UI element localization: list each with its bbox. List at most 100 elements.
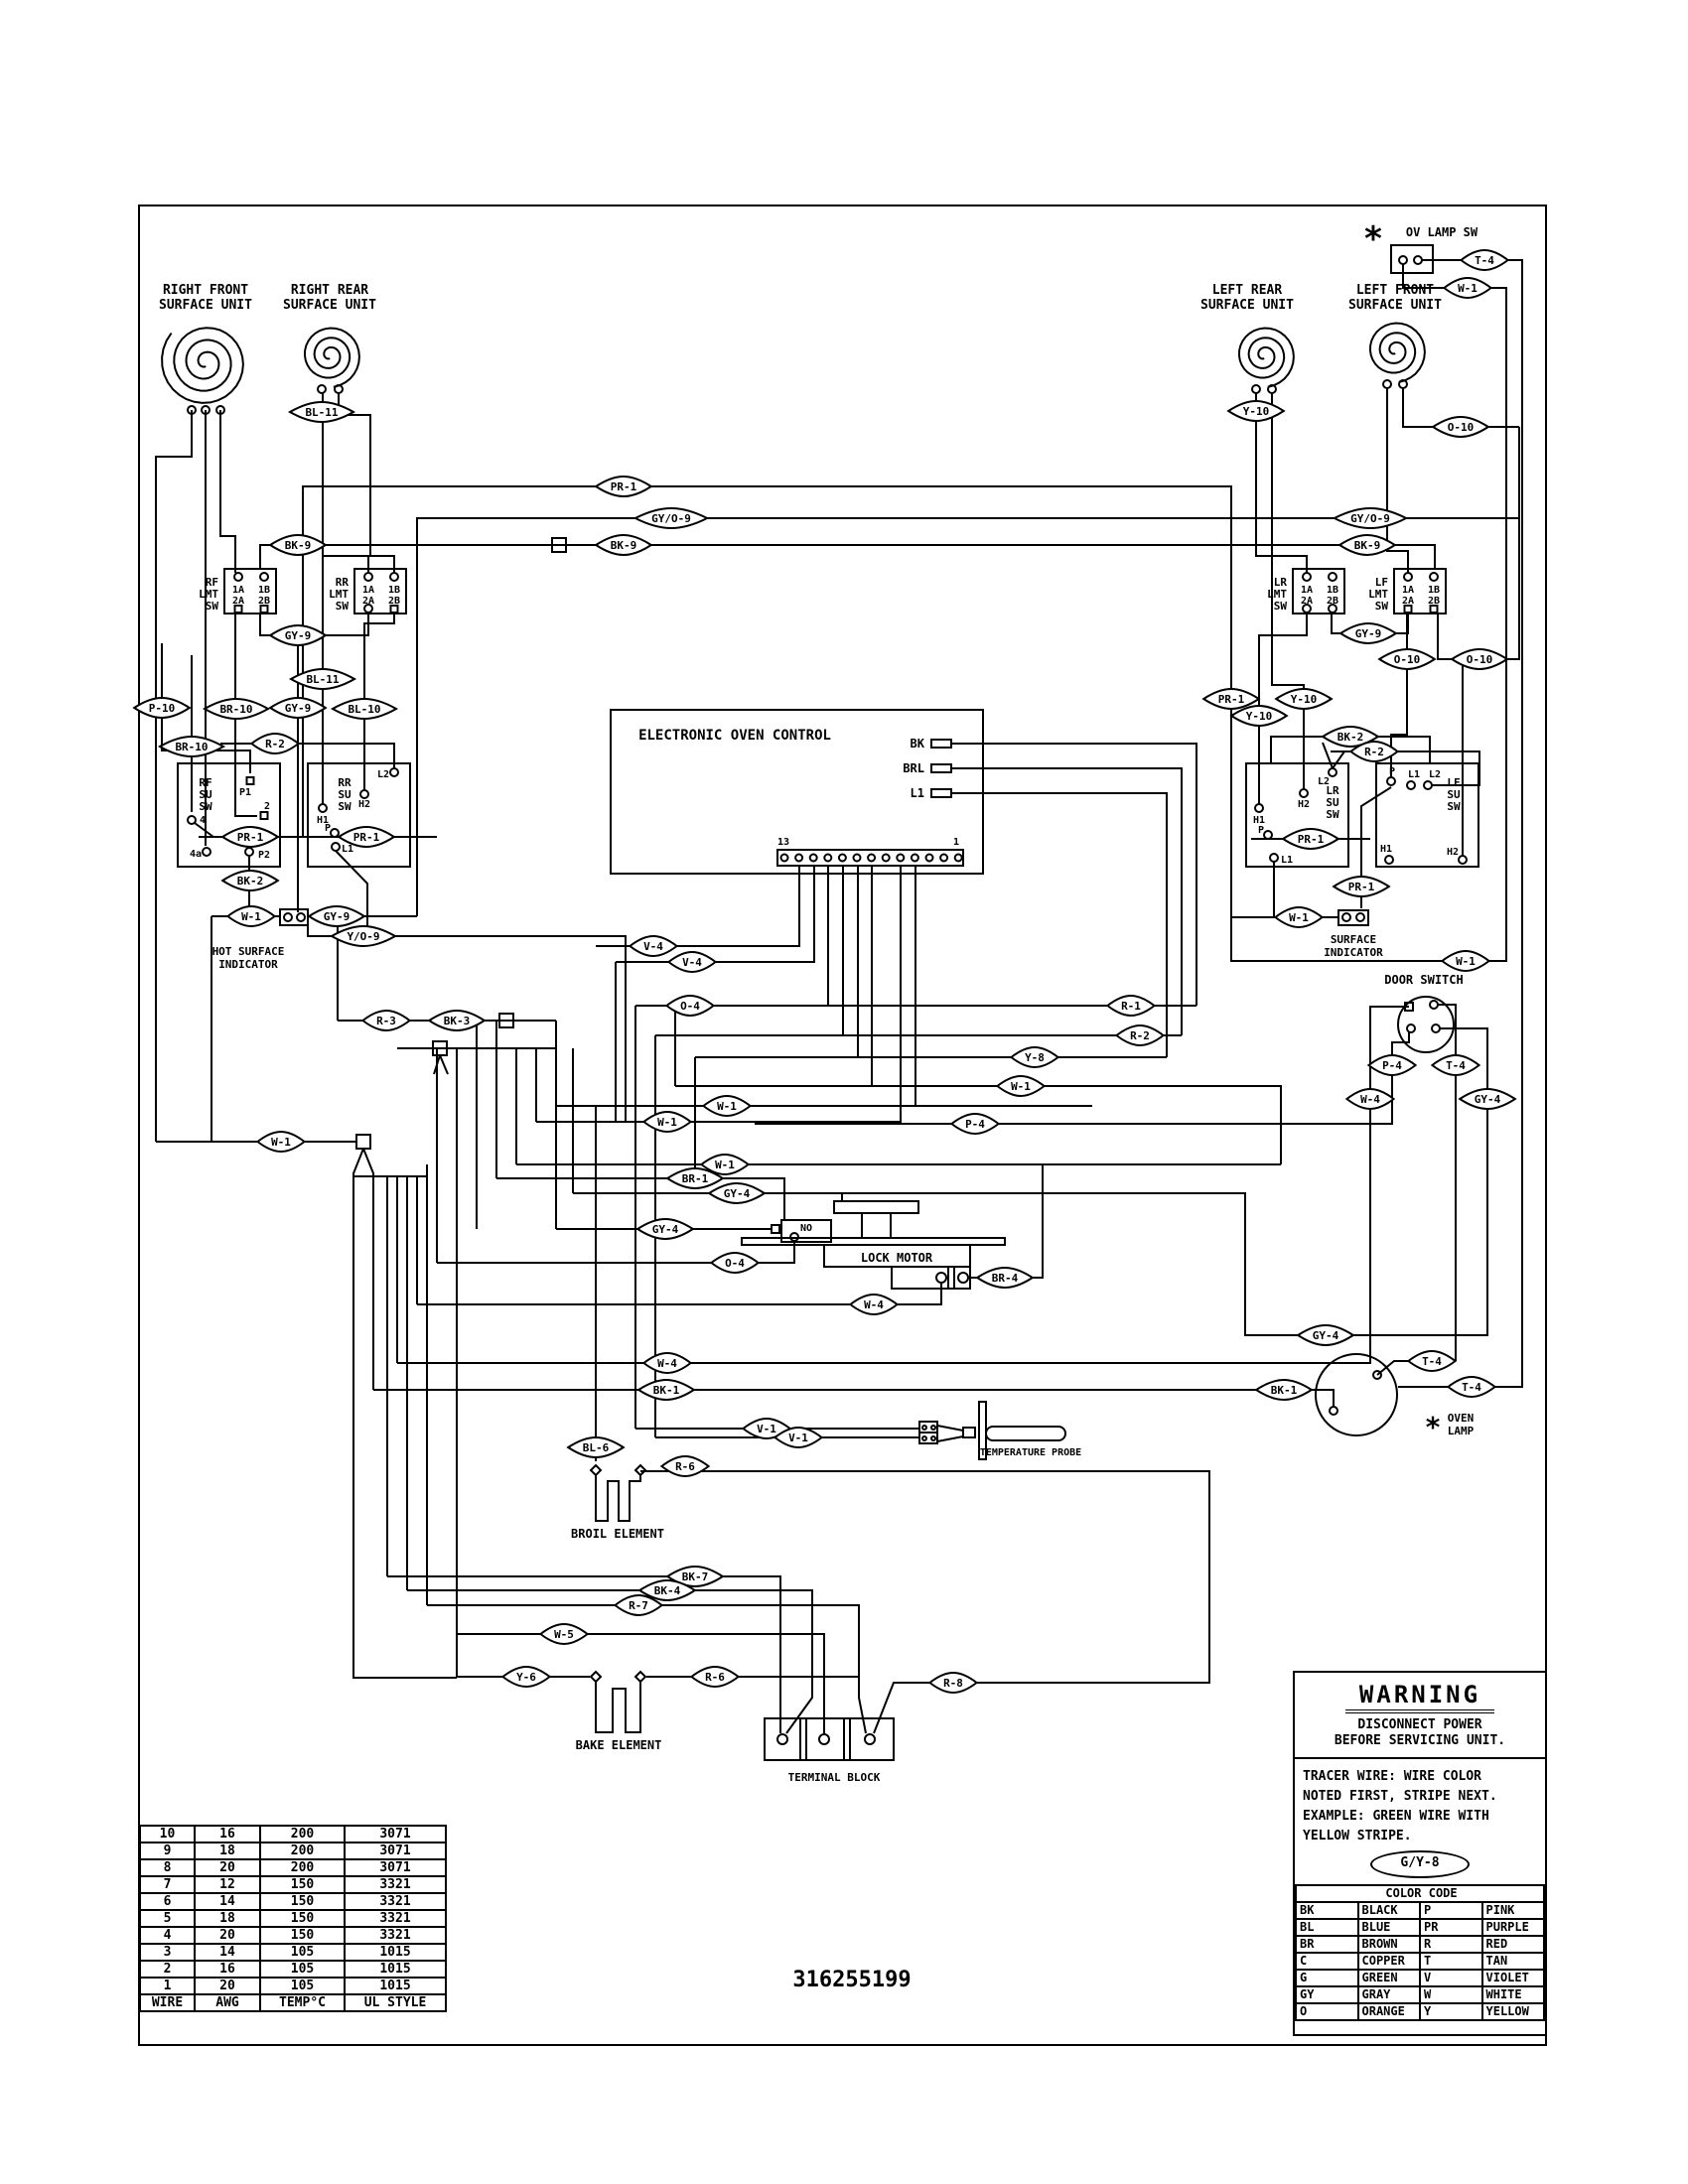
wire-label-text: R-6 bbox=[675, 1460, 695, 1473]
wire-table-cell: 3321 bbox=[344, 1875, 447, 1894]
wire-label-w-4: W-4 bbox=[848, 1293, 900, 1316]
diagram-text: LR bbox=[1274, 576, 1288, 589]
diagram-text: 2A bbox=[362, 596, 374, 607]
wire-label-pr-1: PR-1 bbox=[1201, 687, 1261, 711]
diagram-text: SU bbox=[199, 788, 212, 801]
wire-table-cell: 200 bbox=[259, 1842, 346, 1860]
wire-table-cell: UL STYLE bbox=[344, 1993, 447, 2012]
surface-indicator bbox=[1337, 909, 1369, 926]
wire-label-text: PR-1 bbox=[1218, 693, 1245, 706]
diagram-text: H2 bbox=[358, 799, 370, 810]
color-code-title: COLOR CODE bbox=[1295, 1884, 1545, 1903]
diagram-text: H2 bbox=[1298, 799, 1310, 810]
wire-label-text: W-4 bbox=[657, 1357, 677, 1370]
eoc-pin bbox=[910, 853, 919, 863]
wire-label-w-1: W-1 bbox=[255, 1130, 307, 1154]
diagram-text: RF bbox=[206, 576, 218, 589]
wire-label-bk-9: BK-9 bbox=[594, 533, 653, 557]
wire-label-text: R-2 bbox=[1130, 1029, 1150, 1042]
diagram-text: SW bbox=[1447, 800, 1461, 813]
color-code-cell: ORANGE bbox=[1356, 2002, 1421, 2021]
wire-label-text: BK-1 bbox=[653, 1384, 680, 1397]
diagram-text: RR bbox=[338, 776, 352, 789]
color-code-cell: COPPER bbox=[1356, 1952, 1421, 1971]
diagram-text: L1 bbox=[911, 786, 924, 800]
eoc-pin bbox=[881, 853, 891, 863]
wire-label-gy-4: GY-4 bbox=[1458, 1087, 1517, 1111]
wire-label-t-4: T-4 bbox=[1430, 1053, 1481, 1077]
wire-table-cell: 1015 bbox=[344, 1977, 447, 1995]
color-code-cell: RED bbox=[1480, 1935, 1545, 1954]
wire-label-bk-9: BK-9 bbox=[1337, 533, 1397, 557]
wire-label-gy/o-9: GY/O-9 bbox=[633, 506, 710, 530]
wire-table-cell: 150 bbox=[259, 1926, 346, 1945]
diagram-text: SU bbox=[338, 788, 352, 801]
eoc-pin bbox=[779, 853, 789, 863]
wire-label-gy-9: GY-9 bbox=[1338, 621, 1398, 645]
diagram-text: HOT SURFACE bbox=[212, 945, 285, 958]
wire-label-text: BK-9 bbox=[611, 539, 637, 552]
wire-table-cell: 18 bbox=[194, 1909, 261, 1928]
diagram-text: LF bbox=[1447, 776, 1460, 789]
wire-table-cell: 150 bbox=[259, 1892, 346, 1911]
diagram-text: RR bbox=[336, 576, 350, 589]
diagram-text: LMT bbox=[199, 588, 218, 601]
wire-label-text: W-1 bbox=[271, 1136, 291, 1149]
diagram-text: SW bbox=[206, 600, 219, 613]
diagram-text: H1 bbox=[317, 815, 329, 826]
wire-label-p-4: P-4 bbox=[949, 1112, 1001, 1136]
eoc-pin bbox=[837, 853, 847, 863]
wire-table-cell: 4 bbox=[139, 1926, 196, 1945]
wire-label-bk-2: BK-2 bbox=[220, 869, 280, 892]
wire-label-text: W-1 bbox=[717, 1100, 737, 1113]
wire-label-text: PR-1 bbox=[1348, 881, 1375, 893]
wire-label-t-4: T-4 bbox=[1446, 1375, 1497, 1399]
color-code-cell: BLACK bbox=[1356, 1901, 1421, 1920]
wire-table-cell: 3071 bbox=[344, 1858, 447, 1877]
color-code-cell: O bbox=[1295, 2002, 1359, 2021]
diagram-text: SW bbox=[1274, 600, 1288, 613]
wire-label-y-8: Y-8 bbox=[1009, 1045, 1060, 1069]
diagram-text: TERMINAL BLOCK bbox=[788, 1771, 881, 1784]
wire-table-cell: 3071 bbox=[344, 1825, 447, 1843]
wire-label-text: R-1 bbox=[1121, 1000, 1141, 1013]
temperature-probe bbox=[918, 1401, 1066, 1460]
diagram-text: P2 bbox=[258, 850, 270, 861]
diagram-text: SW bbox=[1375, 600, 1389, 613]
wire-table-cell: 3321 bbox=[344, 1909, 447, 1928]
diagram-text: LMT bbox=[329, 588, 349, 601]
wire-label-text: R-6 bbox=[705, 1671, 725, 1684]
wire-label-text: GY-4 bbox=[1475, 1093, 1501, 1106]
wire-label-text: P-4 bbox=[965, 1118, 985, 1131]
wire-label-v-4: V-4 bbox=[628, 934, 679, 958]
wire-table-cell: 150 bbox=[259, 1875, 346, 1894]
diagram-text: 2 bbox=[264, 801, 270, 812]
wire-label-br-4: BR-4 bbox=[975, 1266, 1035, 1290]
bake-element bbox=[589, 1670, 647, 1733]
wire-table-cell: 3321 bbox=[344, 1926, 447, 1945]
wire-label-text: W-1 bbox=[1011, 1080, 1031, 1093]
warning-line: DISCONNECT POWER bbox=[1357, 1717, 1482, 1732]
wire-label-text: W-1 bbox=[657, 1116, 677, 1129]
diagram-text: BK bbox=[911, 737, 925, 751]
lf-surface-unit-switch bbox=[1375, 762, 1479, 868]
diagram-text: 1B bbox=[388, 585, 400, 596]
wire-label-text: T-4 bbox=[1446, 1059, 1466, 1072]
warning-title: WARNING bbox=[1345, 1681, 1494, 1713]
color-code-cell: T bbox=[1419, 1952, 1483, 1971]
wires-left-top bbox=[155, 393, 1436, 1142]
wire-table-cell: 20 bbox=[194, 1858, 261, 1877]
diagram-text: 13 bbox=[777, 837, 789, 848]
diagram-text: P bbox=[1258, 825, 1264, 836]
wire-label-text: Y/O-9 bbox=[347, 930, 379, 943]
wire-label-bk-1: BK-1 bbox=[636, 1378, 696, 1402]
diagram-text: DOOR SWITCH bbox=[1384, 973, 1463, 987]
diagram-text: SURFACE UNIT bbox=[1200, 298, 1294, 313]
wire-label-text: W-4 bbox=[864, 1298, 884, 1311]
